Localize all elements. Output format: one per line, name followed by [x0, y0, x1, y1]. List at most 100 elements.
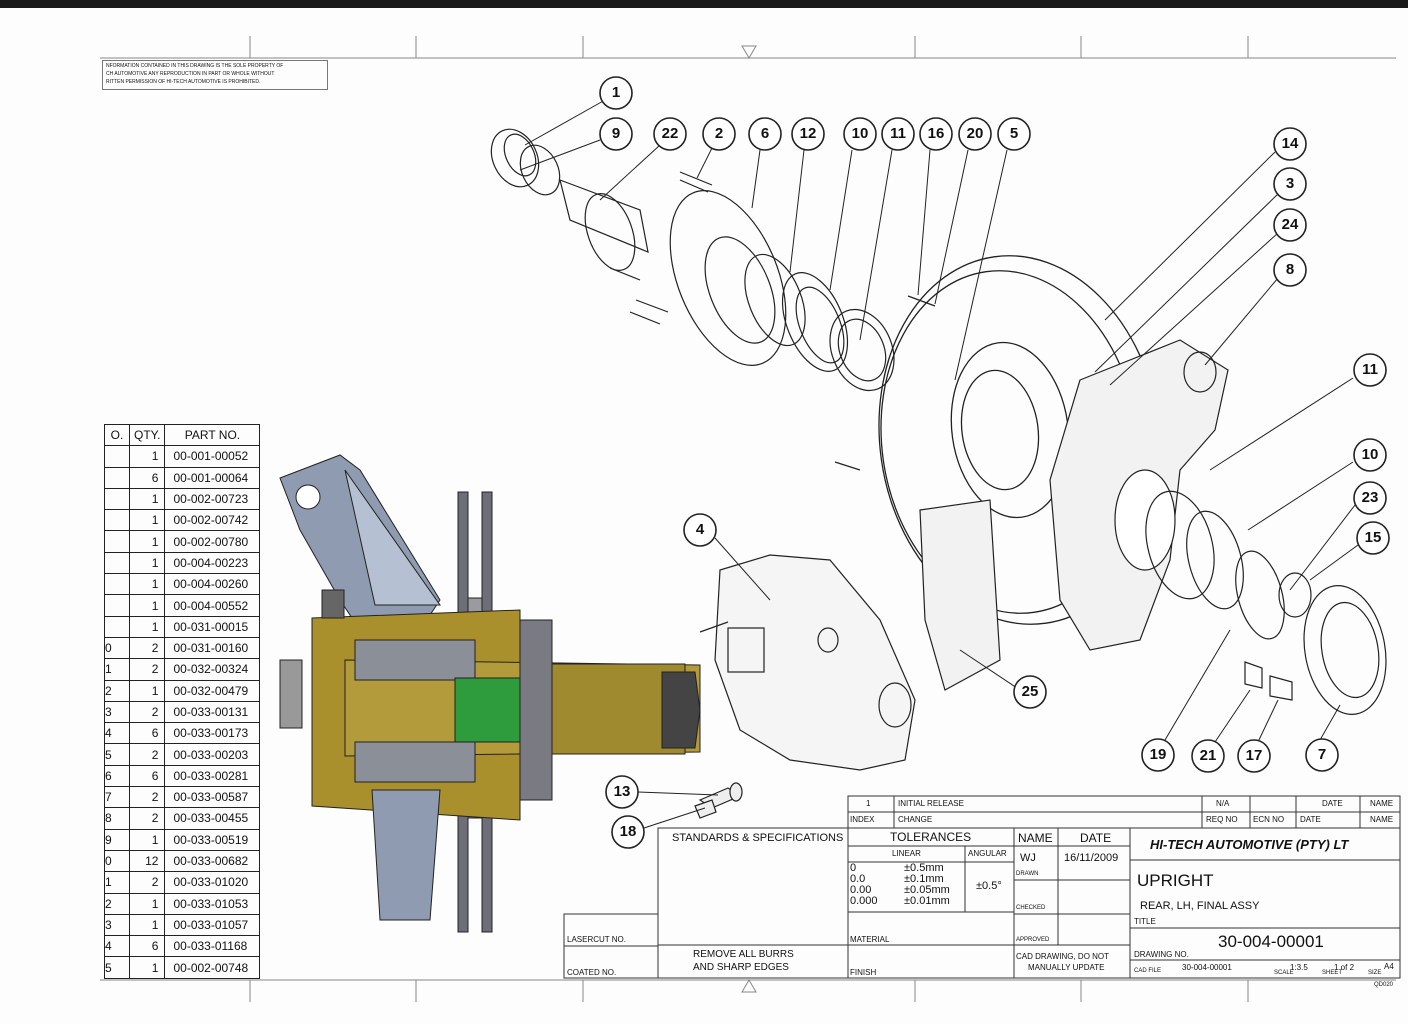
- bom-part-cell: 00-001-00064: [164, 466, 261, 489]
- size-value: A4: [1384, 962, 1394, 971]
- bom-qty-cell: 1: [128, 892, 166, 915]
- rev-index-value: 1: [866, 799, 871, 808]
- cad-note-1: CAD DRAWING, DO NOT: [1016, 952, 1110, 961]
- tolerance-value: ±0.05mm: [904, 884, 950, 896]
- rev-index-label: INDEX: [850, 815, 875, 824]
- form-code: QD020: [1374, 982, 1394, 988]
- material-label: MATERIAL: [850, 935, 890, 944]
- rev-name-label-2: NAME: [1370, 815, 1394, 824]
- bom-part-cell: 00-033-00173: [164, 722, 261, 745]
- burrs-note-2: AND SHARP EDGES: [693, 962, 789, 973]
- bom-part-cell: 00-002-00780: [164, 530, 261, 553]
- tolerance-row: 0.000 ±0.01mm: [850, 896, 962, 907]
- bom-qty-cell: 6: [128, 466, 166, 489]
- bom-item-cell: 8: [104, 807, 130, 830]
- bom-qty-cell: 6: [128, 722, 166, 745]
- coated-label: COATED NO.: [567, 968, 617, 977]
- date-header: DATE: [1080, 831, 1112, 845]
- bom-item-cell: [104, 573, 130, 596]
- bom-qty-cell: 1: [128, 594, 166, 617]
- sheet-border: [100, 36, 1396, 1002]
- bom-item-cell: [104, 594, 130, 617]
- bom-part-cell: 00-032-00324: [164, 658, 261, 681]
- bom-part-cell: 00-002-00723: [164, 487, 261, 511]
- bom-item-cell: 3: [104, 913, 130, 937]
- leader-lines: [519, 99, 1359, 829]
- size-label: SIZE: [1368, 970, 1382, 976]
- bom-qty-cell: 2: [128, 743, 166, 766]
- section-view: [279, 454, 701, 933]
- bom-part-cell: 00-031-00160: [164, 636, 261, 660]
- bom-qty-cell: 1: [128, 551, 166, 575]
- drawing-no-label: DRAWING NO.: [1134, 950, 1189, 959]
- notice-line-2: CH AUTOMOTIVE ANY REPRODUCTION IN PART O…: [106, 71, 275, 77]
- cad-file-label: CAD FILE: [1134, 968, 1162, 974]
- bom-part-cell: 00-033-00281: [164, 764, 261, 788]
- lasercut-label: LASERCUT NO.: [567, 935, 626, 944]
- bom-qty-cell: 1: [128, 573, 166, 596]
- bom-qty-cell: 2: [128, 636, 166, 660]
- bom-qty-cell: 6: [128, 764, 166, 788]
- scale-label: SCALE: [1274, 970, 1294, 976]
- bom-header-part: PART NO.: [164, 423, 261, 447]
- drawn-date: 16/11/2009: [1064, 852, 1119, 864]
- bom-part-cell: 00-031-00015: [164, 615, 261, 638]
- bom-qty-cell: 2: [128, 658, 166, 681]
- bom-item-cell: 1: [104, 871, 130, 894]
- bom-part-cell: 00-001-00052: [164, 445, 261, 468]
- notice-line-3: RITTEN PERMISSION OF HI-TECH AUTOMOTIVE …: [106, 79, 261, 85]
- bom-item-cell: [104, 615, 130, 638]
- bom-part-cell: 00-004-00223: [164, 551, 261, 575]
- sheet-label: SHEET: [1322, 970, 1343, 976]
- bom-item-cell: [104, 530, 130, 553]
- bom-item-cell: 0: [104, 849, 130, 873]
- bom-item-cell: 2: [104, 892, 130, 915]
- bom-part-cell: 00-004-00260: [164, 573, 261, 596]
- bom-item-cell: 7: [104, 786, 130, 809]
- notice-line-1: NFORMATION CONTAINED IN THIS DRAWING IS …: [106, 63, 284, 69]
- bom-part-cell: 00-033-00203: [164, 743, 261, 766]
- tolerance-value: ±0.01mm: [904, 895, 950, 907]
- proprietary-notice: NFORMATION CONTAINED IN THIS DRAWING IS …: [102, 60, 328, 90]
- approved-label: APPROVED: [1016, 937, 1050, 943]
- tolerance-precision: 0.00: [850, 884, 872, 896]
- exploded-hub-parts: [490, 128, 936, 471]
- bom-part-cell: 00-033-00587: [164, 786, 261, 809]
- tolerance-value: ±0.5mm: [904, 862, 944, 874]
- drawn-label: DRAWN: [1016, 871, 1039, 877]
- title-block-grid: [563, 795, 1401, 979]
- tolerance-precision: 0.0: [850, 873, 866, 885]
- bom-item-cell: [104, 487, 130, 511]
- bom-qty-cell: 6: [128, 935, 166, 958]
- tolerance-precision: 0: [850, 862, 857, 874]
- angular-tolerance: ±0.5°: [976, 880, 1002, 892]
- bom-part-cell: 00-033-00455: [164, 807, 261, 830]
- bom-qty-cell: 1: [128, 530, 166, 553]
- title-label: TITLE: [1134, 917, 1156, 926]
- drawing-number: 30-004-00001: [1218, 932, 1324, 951]
- bom-item-cell: 9: [104, 828, 130, 851]
- bom-item-cell: [104, 445, 130, 468]
- bom-qty-cell: 1: [128, 913, 166, 937]
- bom-item-cell: 2: [104, 679, 130, 702]
- tolerance-precision: 0.000: [850, 895, 878, 907]
- company-name: HI-TECH AUTOMOTIVE (PTY) LT: [1150, 837, 1349, 852]
